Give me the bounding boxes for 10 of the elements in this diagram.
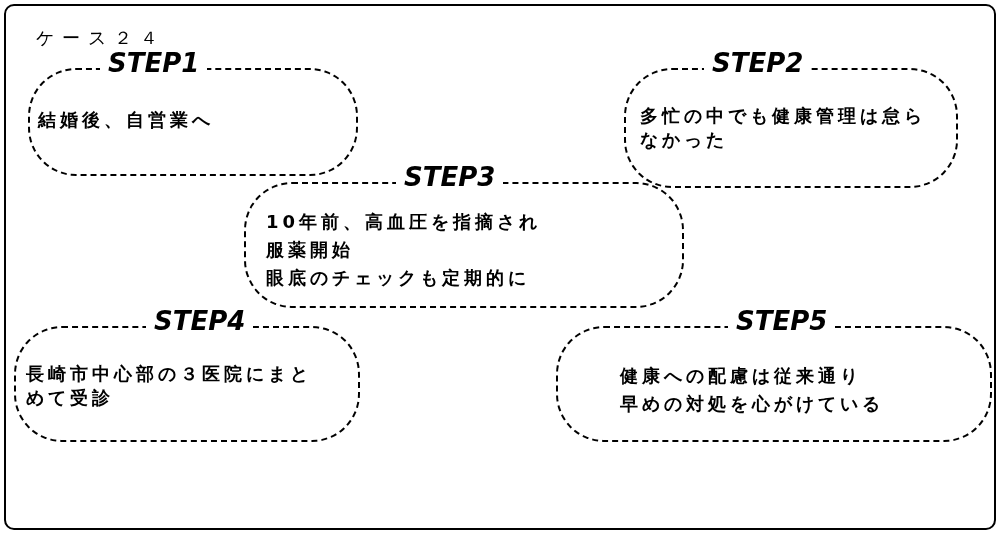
step-text: 10年前、高血圧を指摘され <box>266 210 543 234</box>
step-text: 早めの対処を心がけている <box>620 392 885 416</box>
step-text: 多忙の中でも健康管理は怠らなかった <box>640 104 926 152</box>
step-text: 眼底のチェックも定期的に <box>266 266 531 290</box>
case-label: ケース２４ <box>36 26 166 50</box>
step-text: 結婚後、自営業へ <box>38 108 215 132</box>
step-text: 服薬開始 <box>266 238 355 262</box>
step-text: 長崎市中心部の３医院にまとめて受診 <box>26 362 313 410</box>
frame-box <box>4 4 996 530</box>
step-text: 健康への配慮は従来通り <box>620 364 863 388</box>
